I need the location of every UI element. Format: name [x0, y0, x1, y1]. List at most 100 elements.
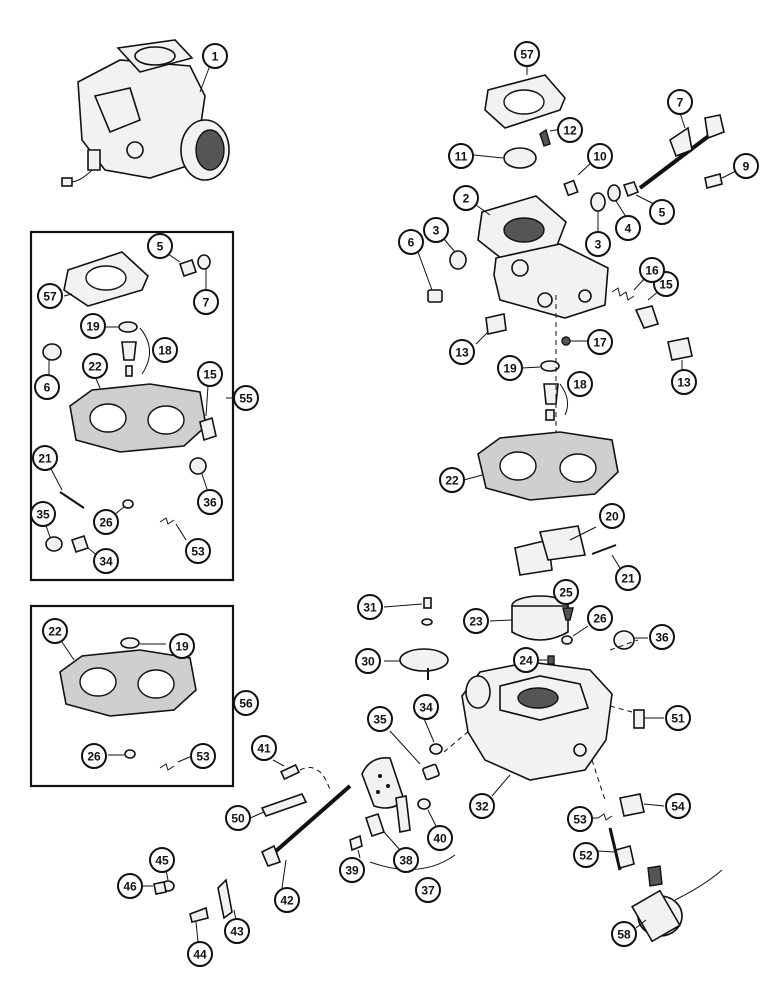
screw-41 — [272, 759, 331, 791]
screw-51 — [633, 709, 664, 729]
callout-number: 10 — [593, 150, 607, 164]
float-pin-21-right — [591, 544, 621, 569]
washer-4 — [607, 184, 629, 221]
callout-number: 40 — [433, 832, 447, 846]
kit55-gasket-57 — [63, 251, 149, 307]
bowl-gasket-22-right — [463, 431, 619, 501]
callout-number: 4 — [625, 222, 632, 236]
callout-number: 15 — [659, 278, 673, 292]
callout-circle — [587, 329, 613, 355]
callout-circle — [649, 624, 675, 650]
callout-number: 18 — [158, 344, 172, 358]
callout-number: 50 — [231, 812, 245, 826]
callout-number: 22 — [48, 625, 62, 639]
callout-34: 34 — [93, 548, 119, 574]
callout-16: 16 — [639, 257, 665, 283]
callout-19: 19 — [80, 313, 106, 339]
callout-57: 57 — [37, 283, 63, 309]
callout-7: 7 — [193, 289, 219, 315]
callout-15: 15 — [197, 361, 223, 387]
callout-circle — [202, 43, 228, 69]
callout-23: 23 — [463, 608, 489, 634]
screw-9 — [704, 169, 739, 189]
callout-number: 21 — [621, 572, 635, 586]
callout-number: 5 — [659, 206, 666, 220]
kit55-needle-15 — [199, 385, 217, 442]
callout-9: 9 — [733, 153, 759, 179]
callout-number: 11 — [455, 150, 468, 164]
callout-number: 18 — [573, 378, 587, 392]
callout-19: 19 — [169, 633, 195, 659]
kit55-plug-36 — [189, 457, 209, 493]
callout-circle — [567, 806, 593, 832]
callout-57: 57 — [514, 41, 540, 67]
callout-number: 1 — [212, 50, 219, 64]
callout-18: 18 — [152, 337, 178, 363]
callout-circle — [514, 41, 540, 67]
callout-circle — [665, 705, 691, 731]
callout-21: 21 — [615, 565, 641, 591]
callout-circle — [37, 283, 63, 309]
callout-number: 19 — [503, 362, 517, 376]
callout-circle — [615, 565, 641, 591]
washer-19-body — [521, 360, 560, 372]
callout-circle — [587, 143, 613, 169]
callout-number: 45 — [155, 854, 169, 868]
callout-number: 6 — [44, 381, 51, 395]
callout-number: 22 — [445, 474, 459, 488]
callout-13: 13 — [449, 339, 475, 365]
idle-needle-15 — [634, 289, 661, 329]
callout-circle — [585, 231, 611, 257]
kit55-washer-19 — [102, 321, 138, 333]
callout-number: 26 — [99, 516, 113, 530]
callout-7: 7 — [667, 89, 693, 115]
callout-circle — [448, 143, 474, 169]
callout-number: 54 — [671, 800, 685, 814]
callout-circle — [81, 743, 107, 769]
callout-number: 22 — [88, 360, 102, 374]
callout-circle — [225, 805, 251, 831]
kit55-pin-21 — [49, 466, 85, 509]
callout-number: 57 — [520, 48, 534, 62]
callout-37: 37 — [415, 877, 441, 903]
callout-circle — [197, 489, 223, 515]
callout-number: 44 — [193, 948, 207, 962]
callout-circle — [80, 313, 106, 339]
kit55-spring-53 — [159, 517, 187, 541]
callout-number: 16 — [645, 264, 659, 278]
callout-53: 53 — [190, 743, 216, 769]
gasket-kit-56-box — [29, 604, 235, 788]
callout-circle — [413, 694, 439, 720]
callout-51: 51 — [665, 705, 691, 731]
nut-34-right — [421, 713, 443, 755]
callout-circle — [42, 618, 68, 644]
callout-number: 35 — [36, 508, 50, 522]
callout-number: 55 — [239, 392, 253, 406]
callout-circle — [117, 873, 143, 899]
callout-circle — [649, 199, 675, 225]
welch-plug-11 — [473, 147, 537, 169]
callout-circle — [587, 605, 613, 631]
callout-55: 55 — [233, 385, 259, 411]
plug-13-left — [475, 313, 507, 345]
spring-53-right — [590, 813, 613, 821]
float-20 — [514, 525, 597, 576]
callout-30: 30 — [355, 648, 381, 674]
callout-46: 46 — [117, 873, 143, 899]
callout-circle — [82, 353, 108, 379]
callout-circle — [233, 690, 259, 716]
callout-circle — [469, 793, 495, 819]
callout-number: 32 — [475, 800, 489, 814]
callout-circle — [185, 538, 211, 564]
callout-22: 22 — [82, 353, 108, 379]
callout-45: 45 — [149, 847, 175, 873]
callout-40: 40 — [427, 825, 453, 851]
assembly-line-53 — [591, 759, 606, 801]
callout-number: 23 — [469, 615, 483, 629]
callout-number: 53 — [573, 813, 587, 827]
callout-number: 24 — [519, 654, 533, 668]
plug-36-right — [613, 630, 648, 650]
callout-circle — [567, 371, 593, 397]
callout-circle — [93, 509, 119, 535]
